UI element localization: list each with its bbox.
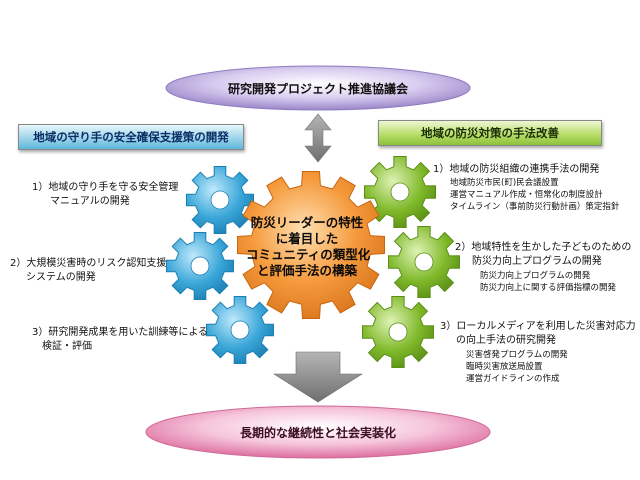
left-item-1: 1）地域の守り手を守る安全管理 マニュアルの開発 — [32, 181, 178, 209]
top-banner-label: 研究開発プロジェクト推進協議会 — [227, 82, 408, 96]
right-item-2-title2: 防災力向上プログラムの開発 — [472, 256, 602, 267]
right-item-2-sub: 防災力向上に関する評価指標の開発 — [480, 283, 617, 293]
core-line: に着目した — [275, 231, 339, 246]
left-header: 地域の守り手の安全確保支援策の開発 — [18, 124, 244, 150]
left-item-1-line2: マニュアルの開発 — [50, 196, 130, 207]
gear-hole — [414, 252, 434, 272]
left-item-3: 3）研究開発成果を用いた訓練等による 検証・評価 — [32, 326, 208, 354]
left-item-3-line2: 検証・評価 — [42, 341, 92, 352]
right-item-2-title: 2）地域特性を生かした子どものための — [455, 242, 632, 253]
right-item-1-sub: 運営マニュアル作成・恒常化の制度設計 — [450, 190, 603, 200]
gear-hole — [388, 322, 408, 342]
bottom-oval — [145, 405, 491, 459]
double-arrow-icon — [304, 113, 332, 163]
bottom-banner-label: 長期的な継続性と社会実装化 — [239, 426, 396, 440]
core-gear-icon — [237, 171, 385, 319]
left-item-2: 2）大規模災害時のリスク認知支援 システムの開発 — [10, 257, 166, 285]
right-item-3-sub: 運営ガイドラインの作成 — [466, 374, 560, 384]
right-item-2-sub: 防災力向上プログラムの開発 — [480, 271, 591, 281]
left-item-1-line1: 1）地域の守り手を守る安全管理 — [32, 182, 179, 193]
gear-hole — [210, 190, 230, 210]
right-item-3-sub: 臨時災害放送局設置 — [466, 362, 543, 372]
core-text: 防災リーダーの特性 に着目した コミュニティの類型化 と評価手法の構築 — [246, 215, 371, 279]
left-item-3-line1: 3）研究開発成果を用いた訓練等による — [32, 327, 209, 338]
left-item-2-line1: 2）大規模災害時のリスク認知支援 — [10, 258, 167, 269]
right-item-3-title2: の向上手法の研究開発 — [456, 335, 556, 346]
down-arrow-icon — [272, 351, 364, 403]
right-item-1-sub: タイムライン（事前防災行動計画）策定指針 — [450, 202, 620, 212]
core-line: と評価手法の構築 — [256, 263, 357, 278]
right-item-1-sub: 地域防災市民(町)民会議設置 — [450, 178, 559, 188]
gear-hole — [230, 320, 250, 340]
right-item-3-title: 3）ローカルメディアを利用した災害対応力 — [440, 321, 636, 332]
right-header: 地域の防災対策の手法改善 — [378, 120, 602, 146]
top-oval — [165, 65, 471, 111]
left-item-2-line2: システムの開発 — [26, 272, 96, 283]
gear-hole — [190, 256, 210, 276]
right-item-3-sub: 災害啓発プログラムの開発 — [466, 350, 568, 360]
core-line: 防災リーダーの特性 — [250, 215, 364, 230]
gear-hole — [390, 182, 410, 202]
right-item-1-title: 1）地域の防災組織の連携手法の開発 — [433, 164, 600, 175]
core-line: コミュニティの類型化 — [246, 247, 371, 262]
